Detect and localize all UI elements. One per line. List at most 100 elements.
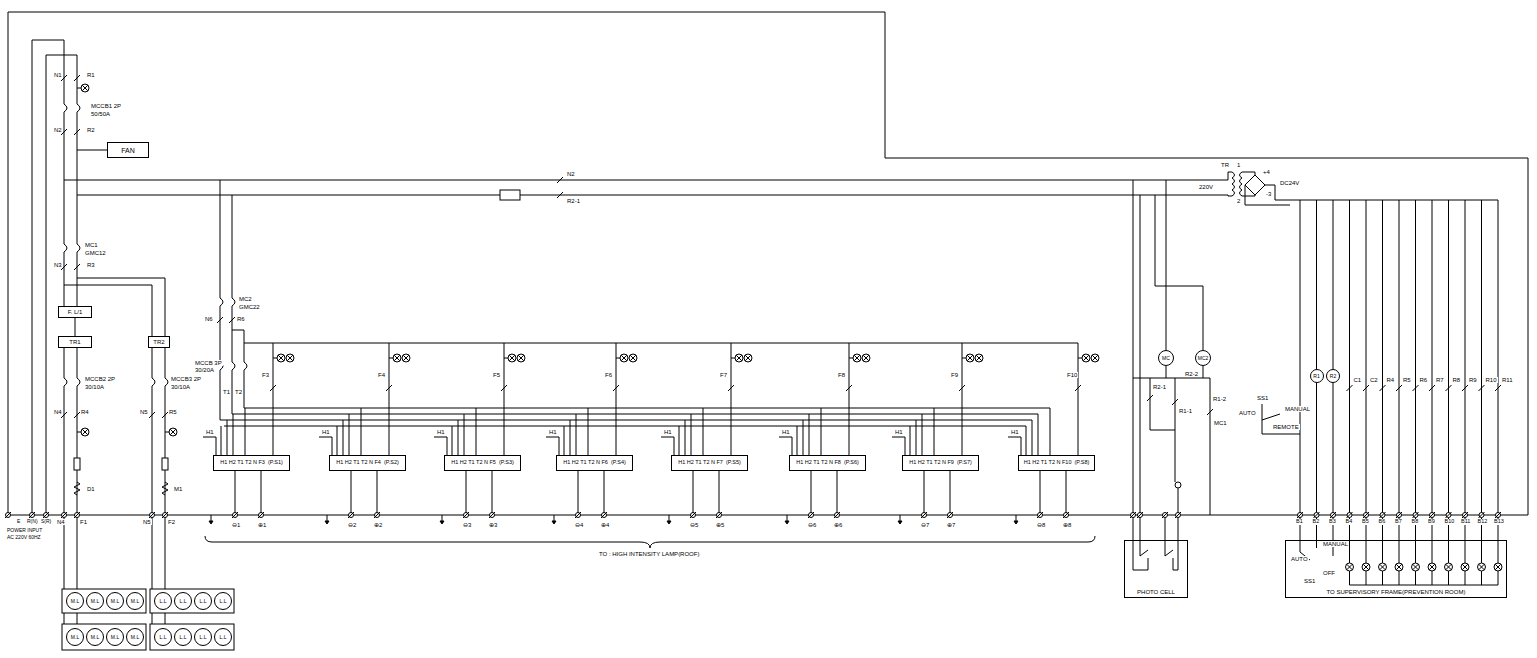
device-box: TR2 xyxy=(148,336,170,348)
wire-label: SS1 xyxy=(1303,578,1316,584)
photo-controller-box: H1 H2 T1 T2 N F7(P.S5) xyxy=(671,455,748,471)
wire-line xyxy=(1363,512,1369,518)
wire-line xyxy=(1462,385,1468,391)
node-text: PHOTO CELL xyxy=(1137,589,1175,595)
wire-line xyxy=(1478,563,1486,571)
wire-line xyxy=(661,343,752,524)
wire-label: MC2 xyxy=(238,296,253,302)
wire-line xyxy=(1429,512,1435,518)
wire-label: ⊖7 xyxy=(920,522,930,528)
wire-label: F2 xyxy=(167,519,176,525)
node-text: MC xyxy=(1162,356,1170,361)
wire-line xyxy=(1166,180,1167,350)
coil-lamp-circle: L.L xyxy=(174,592,192,610)
wire-line xyxy=(1412,563,1420,571)
wire-label: F4 xyxy=(377,372,386,378)
wire-label: 30/20A xyxy=(194,367,215,373)
wire-line xyxy=(1379,563,1387,571)
wire-label: ⊕1 xyxy=(257,522,267,528)
node-text: (P.S2) xyxy=(384,460,399,466)
wire-line xyxy=(162,512,168,518)
wire-label: 30/10A xyxy=(84,384,105,390)
wire-line xyxy=(1481,200,1482,563)
wire-label: N2 xyxy=(53,127,63,133)
node-text: R1 xyxy=(1313,374,1319,379)
wire-label: H1 xyxy=(436,429,446,435)
wire-label: N2 xyxy=(566,171,576,177)
wire-line xyxy=(1140,195,1141,540)
node-text: L.L xyxy=(160,635,167,640)
wire-label: GMC22 xyxy=(238,304,261,310)
wire-label: ⊕5 xyxy=(715,522,725,528)
wire-label: 50/50A xyxy=(90,111,111,117)
wire-label: 1 xyxy=(1236,162,1241,168)
node-text: H1 H2 T1 T2 N F6 xyxy=(563,460,608,466)
wire-line xyxy=(1479,385,1485,391)
wire-label: ⊖3 xyxy=(462,522,472,528)
coil-lamp-circle: M.L xyxy=(106,628,124,646)
wire-line xyxy=(1137,512,1143,518)
wire-label: F7 xyxy=(719,372,728,378)
wire-label: F9 xyxy=(950,372,959,378)
wire-line xyxy=(1350,571,1499,585)
wire-label: +4 xyxy=(1262,169,1271,175)
wire-line xyxy=(1448,200,1449,563)
wire-line xyxy=(1382,200,1383,563)
node-text: H1 H2 T1 T2 N F3 xyxy=(220,460,265,466)
wire-line xyxy=(1396,512,1402,518)
device-box: FAN xyxy=(107,142,149,158)
wire-label: AUTO xyxy=(1238,410,1257,416)
wire-label: ⊕2 xyxy=(373,522,383,528)
node-text: L.L xyxy=(180,599,187,604)
wire-label: H1 xyxy=(1010,429,1020,435)
photo-controller-box: H1 H2 T1 T2 N F8(P.S6) xyxy=(789,455,866,471)
coil-lamp-circle: M.L xyxy=(106,592,124,610)
wire-label: ⊖1 xyxy=(231,522,241,528)
wire-label: ⊖2 xyxy=(347,522,357,528)
wire-line xyxy=(1415,200,1416,563)
wire-line xyxy=(1429,385,1435,391)
wire-label: B9 xyxy=(1427,519,1436,525)
wire-line xyxy=(319,343,410,524)
wire-line xyxy=(1150,430,1175,431)
wire-line xyxy=(230,298,235,306)
node-text: H1 H2 T1 T2 N F9 xyxy=(909,460,954,466)
node-text: (P.S1) xyxy=(268,460,283,466)
wire-line xyxy=(224,426,1026,427)
wire-line xyxy=(62,244,67,252)
wire-label: R2-2 xyxy=(1184,371,1199,377)
wire-label: MANUAL xyxy=(1284,406,1311,412)
wire-label: B11 xyxy=(1460,519,1471,525)
wire-line xyxy=(64,285,152,336)
wire-line xyxy=(1349,200,1350,563)
coil-lamp-circle: MC xyxy=(1158,350,1174,366)
wire-line xyxy=(1242,195,1255,196)
coil-lamp-circle: MC2 xyxy=(1195,350,1211,366)
wire-line xyxy=(162,458,168,470)
wire-label: SS1 xyxy=(1256,395,1269,401)
wire-line xyxy=(1395,563,1403,571)
wire-line xyxy=(1495,512,1501,518)
node-text: FAN xyxy=(121,147,135,154)
wire-label: B5 xyxy=(1361,519,1370,525)
node-text: H1 H2 T1 T2 N F8 xyxy=(796,460,841,466)
wire-label: C2 xyxy=(1369,377,1379,383)
wire-label: MANUAL xyxy=(1322,541,1349,547)
node-text: M.L xyxy=(91,599,99,604)
wire-line xyxy=(1008,343,1099,524)
wire-label: N5 xyxy=(142,519,152,525)
photo-controller-box: H1 H2 T1 T2 N F5(P.S3) xyxy=(444,455,521,471)
wire-line xyxy=(1479,512,1485,518)
wire-line xyxy=(1380,512,1386,518)
wire-line xyxy=(1346,563,1354,571)
wire-line xyxy=(500,190,520,200)
wire-label: MCCB1 2P xyxy=(90,103,122,109)
node-text: M.L xyxy=(111,599,119,604)
wire-line xyxy=(1297,512,1303,518)
wire-line xyxy=(1428,563,1436,571)
wire-label: F1 xyxy=(79,519,88,525)
wire-line xyxy=(1207,409,1213,415)
wire-label: ⊕7 xyxy=(946,522,956,528)
wire-label: F3 xyxy=(261,372,270,378)
wire-label: B8 xyxy=(1411,519,1420,525)
